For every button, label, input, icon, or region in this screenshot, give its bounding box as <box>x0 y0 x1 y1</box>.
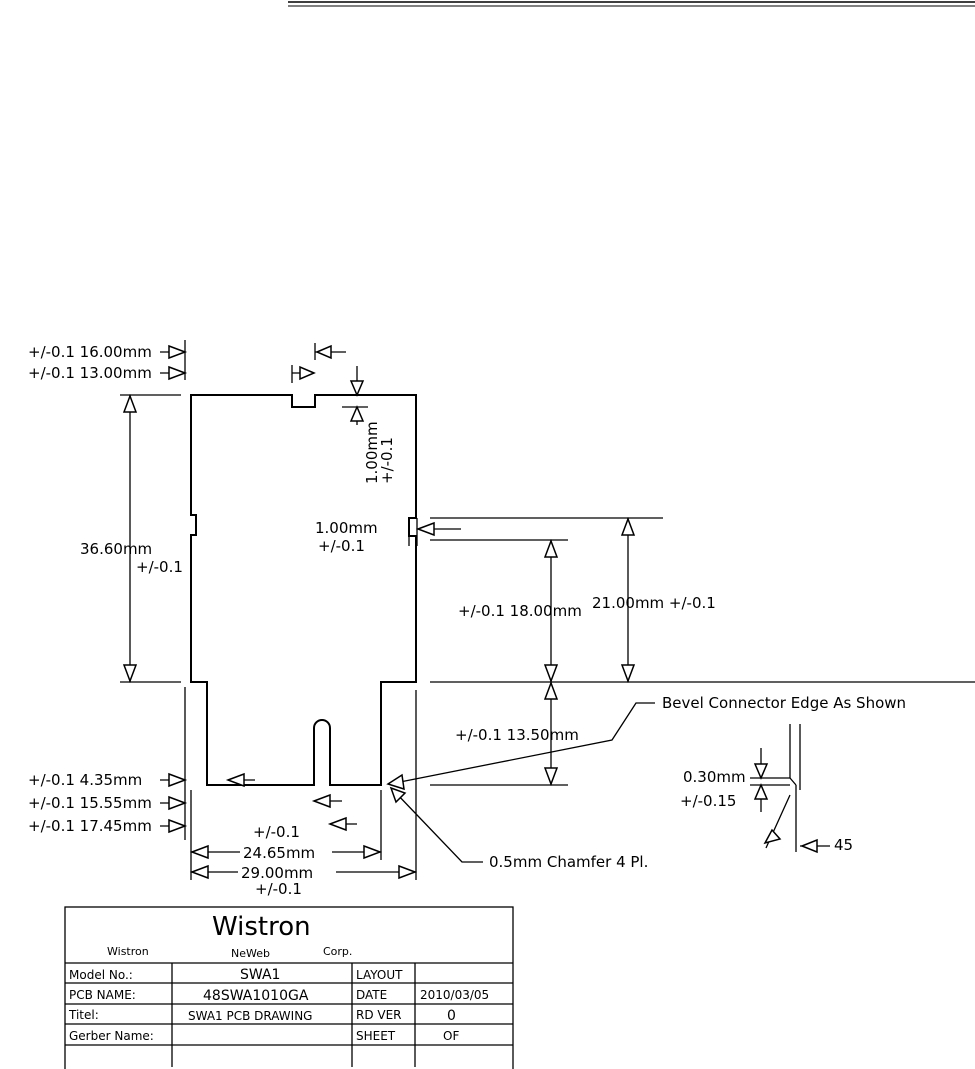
dim-21mm: 21.00mm +/-0.1 <box>592 594 716 612</box>
dim-1mm-side-tol: +/-0.1 <box>318 537 365 555</box>
row-model-label: Model No.: <box>69 968 133 982</box>
dim-0-30mm: 0.30mm <box>683 768 746 786</box>
row-title-label: Titel: <box>68 1008 99 1022</box>
board-outline <box>190 394 417 786</box>
row-pcb-label: PCB NAME: <box>69 988 136 1002</box>
dim-15-55mm: +/-0.1 15.55mm <box>28 794 152 812</box>
row-layout-label: LAYOUT <box>356 968 403 982</box>
row-gerber-label: Gerber Name: <box>69 1029 154 1043</box>
dimension-36mm: 36.60mm +/-0.1 <box>80 393 183 684</box>
dim-24mm-tol: +/-0.1 <box>253 823 300 841</box>
row-rdver-label: RD VER <box>356 1008 402 1022</box>
title-block: Wistron Wistron NeWeb Corp. Model No.: S… <box>64 906 514 1069</box>
dim-4-35mm: +/-0.1 4.35mm <box>28 771 142 789</box>
dim-17-45mm: +/-0.1 17.45mm <box>28 817 152 835</box>
dim-13mm: +/-0.1 13.00mm <box>28 364 152 382</box>
dim-13-5mm: +/-0.1 13.50mm <box>455 726 579 744</box>
row-sheet-value: OF <box>443 1029 459 1043</box>
angle-45: 45 <box>834 836 853 854</box>
bottom-horizontal-dimensions: +/-0.1 24.65mm 29.00mm +/-0.1 <box>189 690 418 898</box>
top-left-dimension-marks: +/-0.1 16.00mm +/-0.1 13.00mm <box>28 340 188 382</box>
notch-dimension-marks: 1.00mm +/-0.1 <box>291 343 396 484</box>
dim-29mm-tol: +/-0.1 <box>255 880 302 898</box>
row-pcb-value: 48SWA1010GA <box>203 988 309 1004</box>
dim-0-30mm-tol: +/-0.15 <box>680 792 736 810</box>
chamfer-note: 0.5mm Chamfer 4 Pl. <box>489 853 648 871</box>
company-left: Wistron <box>107 945 149 958</box>
dim-24mm: 24.65mm <box>243 844 315 862</box>
bevel-detail: 0.30mm +/-0.15 45 <box>680 724 853 854</box>
dim-36mm-tol: +/-0.1 <box>136 558 183 576</box>
company-mid: NeWeb <box>231 947 270 960</box>
company-right: Corp. <box>323 945 352 958</box>
row-date-value: 2010/03/05 <box>420 988 489 1002</box>
dim-16mm: +/-0.1 16.00mm <box>28 343 152 361</box>
right-dimensions: 21.00mm +/-0.1 +/-0.1 18.00mm +/-0.1 13.… <box>430 516 975 787</box>
dim-18mm: +/-0.1 18.00mm <box>458 602 582 620</box>
wistron-logo: Wistron <box>212 912 311 942</box>
row-date-label: DATE <box>356 988 387 1002</box>
side-notch-dimension: 1.00mm +/-0.1 <box>315 518 461 555</box>
row-title-value: SWA1 PCB DRAWING <box>188 1009 312 1023</box>
leader-notes: Bevel Connector Edge As Shown 0.5mm Cham… <box>386 694 906 871</box>
dim-29mm: 29.00mm <box>241 864 313 882</box>
row-model-value: SWA1 <box>240 967 280 983</box>
dim-36mm: 36.60mm <box>80 540 152 558</box>
dim-1mm-top: 1.00mm <box>363 421 381 484</box>
header-rule <box>288 1 975 7</box>
dim-1mm-top-tol: +/-0.1 <box>378 437 396 484</box>
bevel-note: Bevel Connector Edge As Shown <box>662 694 906 712</box>
bottom-left-dimensions: +/-0.1 4.35mm +/-0.1 15.55mm +/-0.1 17.4… <box>28 687 357 840</box>
row-sheet-label: SHEET <box>356 1029 396 1043</box>
row-rdver-value: 0 <box>447 1008 456 1024</box>
dim-1mm-side: 1.00mm <box>315 519 378 537</box>
